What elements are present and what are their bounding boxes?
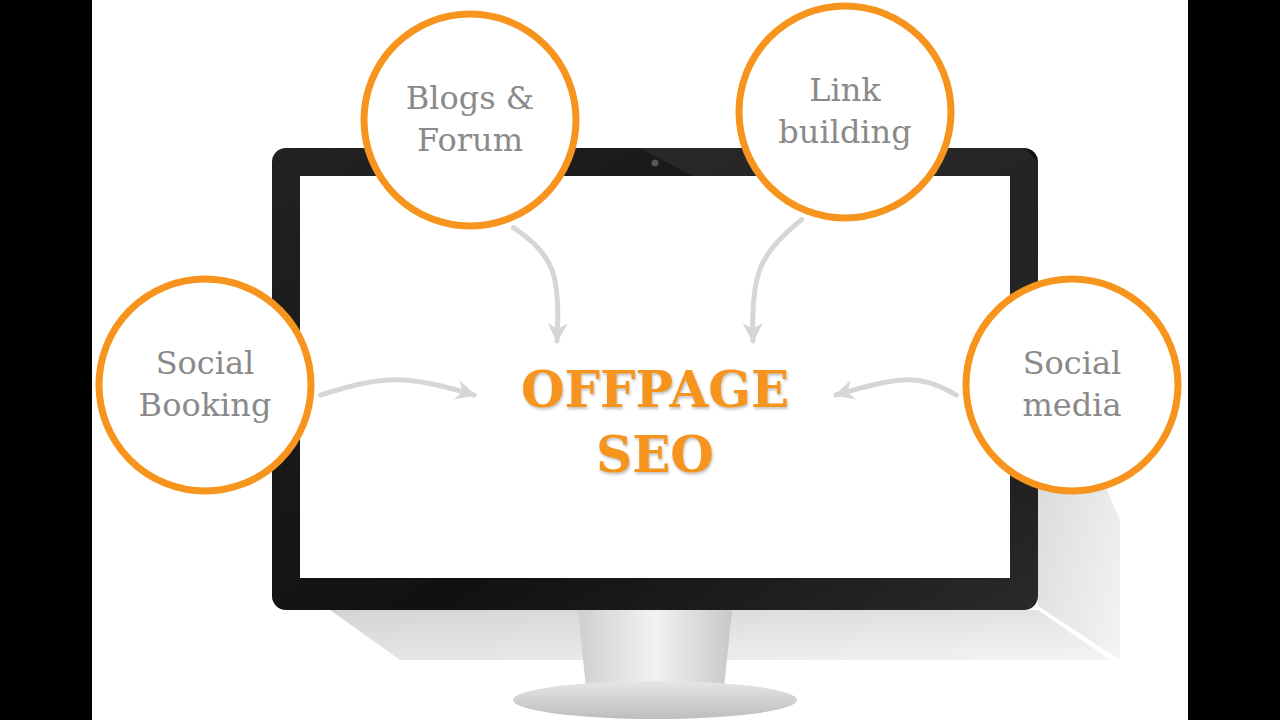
monitor-screen	[300, 176, 1010, 578]
circle-ring	[739, 6, 951, 218]
circle-ring	[966, 279, 1178, 491]
topic-circle: Link building	[735, 2, 955, 222]
topic-circle: Blogs & Forum	[360, 10, 580, 230]
monitor-bezel	[272, 148, 1038, 610]
side-band	[1188, 0, 1280, 720]
monitor-neck	[578, 610, 732, 688]
central-title: OFFPAGE SEO	[480, 347, 830, 497]
curved-arrow	[321, 380, 474, 395]
curved-arrow	[753, 220, 802, 341]
circle-outline	[735, 2, 955, 222]
curved-arrow	[513, 228, 557, 341]
topic-label: Blogs & Forum	[385, 78, 555, 161]
topic-circle: Social media	[962, 275, 1182, 495]
circle-ring	[99, 279, 311, 491]
circle-outline	[962, 275, 1182, 495]
topic-circle: Social Booking	[95, 275, 315, 495]
circle-ring	[364, 14, 576, 226]
camera-dot	[652, 160, 659, 167]
title-text: OFFPAGE SEO	[490, 357, 820, 487]
side-band	[0, 0, 92, 720]
topic-label: Social Booking	[120, 343, 290, 426]
topic-label: Social media	[987, 343, 1157, 426]
circle-outline	[360, 10, 580, 230]
circle-outline	[95, 275, 315, 495]
curved-arrow	[836, 380, 956, 395]
topic-label: Link building	[760, 70, 930, 153]
monitor-base	[513, 681, 797, 719]
